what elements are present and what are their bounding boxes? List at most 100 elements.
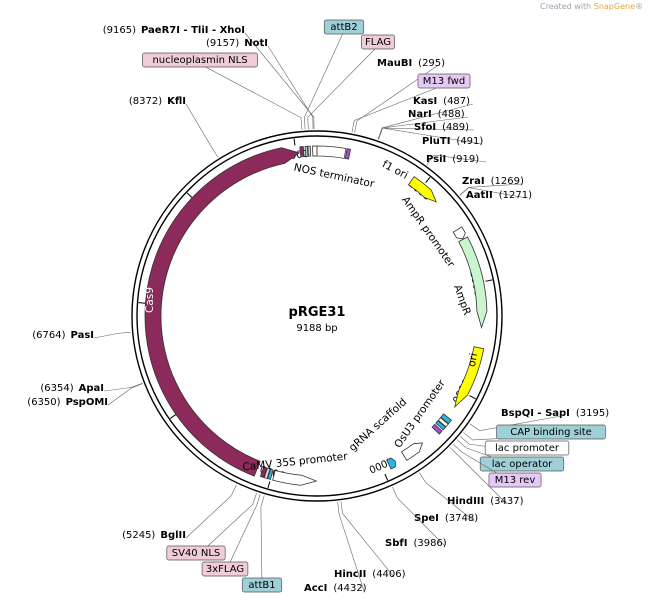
site-label[interactable]: MauBI(295) <box>377 58 445 69</box>
site-name: NotI <box>244 38 268 49</box>
site-label[interactable]: PluTI(491) <box>422 136 483 147</box>
site-label[interactable]: PsiI (919) <box>426 154 479 165</box>
site-label[interactable]: (6354)ApaI <box>40 383 104 394</box>
site-box[interactable] <box>241 577 283 593</box>
feature-grna-scaffold[interactable] <box>386 457 396 470</box>
site-name: HincII <box>334 569 366 580</box>
site-box[interactable] <box>488 472 542 488</box>
site-box[interactable] <box>496 424 606 440</box>
site-label[interactable]: HincII (4406) <box>334 569 406 580</box>
backbone <box>131 130 503 502</box>
tick-mark <box>384 473 389 481</box>
site-leader <box>392 486 446 547</box>
site-position: (3195) <box>576 408 609 419</box>
feature-cas9[interactable] <box>144 147 301 477</box>
feature-nos-terminator[interactable] <box>312 145 318 157</box>
feature-m13-rev[interactable] <box>431 423 443 435</box>
feature-3xflag[interactable] <box>263 467 271 479</box>
feature-label: ori <box>466 352 480 368</box>
site-label[interactable]: NarI(488) <box>408 109 465 120</box>
feature-lac-promoter[interactable] <box>437 417 449 428</box>
feature-attb2[interactable] <box>304 145 309 157</box>
site-box-label: M13 fwd <box>423 76 465 87</box>
site-box[interactable] <box>142 52 258 68</box>
site-label[interactable]: (9165)PaeR7I - TliI - XhoI <box>103 25 245 36</box>
site-position: (919) <box>452 154 479 165</box>
site-label[interactable]: HindIII (3437) <box>447 496 524 507</box>
site-leader <box>304 30 345 130</box>
site-label[interactable]: (9157)NotI <box>206 38 268 49</box>
site-label[interactable]: KasI (487) <box>413 96 470 107</box>
backbone-inner <box>136 135 498 497</box>
site-label[interactable]: AccI (4432) <box>304 583 367 594</box>
site-box[interactable] <box>323 19 365 35</box>
tick-mark <box>293 138 296 146</box>
site-leader <box>93 331 131 339</box>
feature-camv-35s-promoter[interactable] <box>272 469 318 486</box>
site-box[interactable] <box>484 440 570 456</box>
site-position: (5245) <box>122 530 155 541</box>
site-position: (6354) <box>40 383 73 394</box>
site-leader <box>426 154 487 165</box>
site-label[interactable]: SfoI(489) <box>414 122 469 133</box>
tick-mark <box>169 414 177 419</box>
site-leader <box>244 32 315 130</box>
watermark-suffix: ® <box>635 2 643 11</box>
site-name: HindIII <box>447 496 484 507</box>
site-labels: (9165)PaeR7I - TliI - XhoI (9157)NotI attB… <box>27 19 609 594</box>
feature-nos-terminator[interactable] <box>316 145 347 159</box>
feature-ori[interactable] <box>454 346 485 409</box>
site-box[interactable] <box>417 73 471 89</box>
site-leader <box>378 127 483 145</box>
site-box-label: attB2 <box>330 22 357 33</box>
site-position: (4406) <box>372 569 405 580</box>
site-position: (295) <box>418 58 445 69</box>
site-position: (489) <box>442 122 469 133</box>
feature-ampr-promoter[interactable] <box>452 226 466 240</box>
feature-flag[interactable] <box>307 145 312 157</box>
feature-osu3-promoter[interactable] <box>400 442 424 461</box>
site-name: KasI <box>413 96 437 107</box>
feature-sv40-nls[interactable] <box>259 466 268 478</box>
feature-m13-fwd[interactable] <box>344 148 351 160</box>
site-box[interactable] <box>361 34 395 50</box>
site-name: PasI <box>71 330 94 341</box>
site-box-label: attB1 <box>248 580 275 591</box>
feature-ampr[interactable] <box>458 236 488 329</box>
site-position: (491) <box>456 136 483 147</box>
site-position: (487) <box>443 96 470 107</box>
site-name: PsiI <box>426 154 446 165</box>
feature-attb1[interactable] <box>267 468 274 480</box>
site-box[interactable] <box>201 561 249 577</box>
site-label[interactable]: SbfI(3986) <box>385 538 447 549</box>
site-position: (1269) <box>491 176 524 187</box>
site-label[interactable]: (5245)BglII <box>122 530 186 541</box>
site-box[interactable] <box>479 456 565 472</box>
site-position: (4432) <box>333 583 366 594</box>
site-position: (3437) <box>490 496 523 507</box>
site-label[interactable]: (6350)PspOMI <box>27 397 108 408</box>
site-label[interactable]: (6764)PasI <box>32 330 94 341</box>
site-leader <box>107 383 143 406</box>
site-position: (3748) <box>445 513 478 524</box>
site-label[interactable]: BspQI - SapI(3195) <box>501 408 609 419</box>
site-box[interactable] <box>166 545 226 561</box>
site-label[interactable]: ZraI(1269) <box>462 176 524 187</box>
feature-f1-ori[interactable] <box>407 175 437 203</box>
site-name: AccI <box>304 583 327 594</box>
plasmid-size: 9188 bp <box>296 323 337 334</box>
tick-mark <box>469 395 476 400</box>
site-leader <box>224 494 261 574</box>
feature-cap-binding-site[interactable] <box>440 413 453 425</box>
feature-lac-operator[interactable] <box>435 420 447 431</box>
site-box-label: FLAG <box>365 37 391 48</box>
feature-cas9[interactable] <box>299 146 305 158</box>
feature-label: Cas9 <box>144 287 156 313</box>
feature-label: AmpR promoter <box>399 194 457 270</box>
site-leader <box>340 501 395 578</box>
site-leader <box>185 103 219 158</box>
site-label[interactable]: SpeI(3748) <box>414 513 478 524</box>
site-label[interactable]: (8372)KflI <box>129 96 186 107</box>
site-label[interactable]: AatII(1271) <box>466 190 532 201</box>
site-leader <box>469 415 562 431</box>
